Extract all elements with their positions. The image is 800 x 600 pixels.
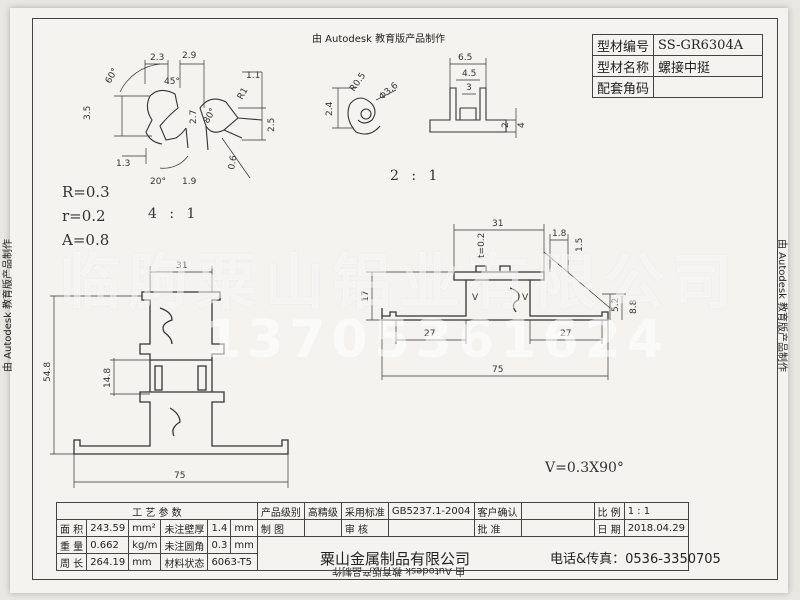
drawing-sheet: 由 Autodesk 教育版产品制作 由 Autodesk 教育版产品制作 由 … (3, 8, 788, 593)
v-note: V=0.3X90° (545, 460, 624, 476)
dim-4-5: 4.5 (462, 69, 476, 79)
dim-8-8: 8.8 (629, 299, 639, 314)
note-r: R=0.3 (62, 183, 110, 201)
confirm-label: 客户确认 (473, 502, 522, 520)
notes-block: R=0.3 r=0.2 A=0.8 (62, 180, 110, 252)
dim-4: 4 (517, 122, 527, 128)
dim-r0-5: R0.5 (348, 71, 368, 94)
material-label: 材料状态 (160, 553, 209, 571)
corner-label: 配套角码 (591, 76, 655, 98)
weight-value: 0.662 (86, 536, 130, 554)
approve-label: 批 准 (473, 519, 522, 537)
area-unit: mm² (128, 519, 162, 537)
perimeter-label: 周 长 (55, 553, 88, 571)
scale-detail-b: 2 : 1 (390, 168, 442, 184)
company-watermark: 临朐粟山铝业有限公司 (60, 248, 740, 318)
corner-value (653, 76, 764, 98)
dim-75-right: 75 (492, 365, 503, 375)
date-value: 2018.04.29 (623, 519, 689, 537)
perimeter-unit: mm (128, 553, 162, 571)
autodesk-watermark-top: 由 Autodesk 教育版产品制作 (312, 34, 446, 45)
dim-31-main: 31 (176, 261, 187, 271)
scale-detail-a: 4 : 1 (148, 206, 200, 222)
dimension-labels: 2.3 2.9 60° 45° 3.5 2.7 1.3 20° 1.9 80° … (43, 51, 639, 481)
weight-unit: kg/m (128, 536, 162, 554)
dim-2-7: 2.7 (189, 110, 199, 124)
dim-1-1: 1.1 (246, 71, 260, 81)
drawing-canvas: 2.3 2.9 60° 45° 3.5 2.7 1.3 20° 1.9 80° … (43, 51, 639, 488)
dim-2-3: 2.3 (150, 53, 164, 63)
dim-2-4: 2.4 (325, 101, 335, 116)
dim-17: 17 (361, 291, 371, 302)
area-value: 243.59 (86, 519, 130, 537)
right-section-profile (381, 265, 609, 321)
detail-a-profile (145, 89, 263, 151)
name-value: 螺接中挺 (653, 55, 764, 77)
dim-75-main: 75 (174, 471, 185, 481)
main-section-dimlines (50, 266, 289, 488)
dim-14-8: 14.8 (103, 368, 113, 388)
ratio-value: 1 : 1 (623, 502, 689, 520)
radius-unit: mm (230, 536, 258, 554)
dim-20: 20° (150, 177, 166, 187)
dim-r1: R1 (236, 86, 251, 101)
dim-v-left: V (472, 293, 479, 303)
dim-5-2: 5.2 (611, 298, 621, 312)
dim-60: 60° (104, 67, 121, 86)
grade-value: 高精级 (303, 502, 342, 520)
dim-2: 2 (501, 122, 511, 128)
dim-27-left: 27 (424, 329, 435, 339)
dim-phi-3-6: Φ3.6 (378, 81, 401, 103)
detail-b-profile (347, 87, 507, 135)
grade-label: 产品级别 (256, 502, 305, 520)
dim-v-right: V (522, 293, 529, 303)
note-a: A=0.8 (62, 231, 110, 249)
standard-label: 采用标准 (340, 502, 389, 520)
drawing-frame (32, 18, 778, 580)
dim-1-8: 1.8 (552, 229, 567, 239)
wall-label: 未注壁厚 (160, 519, 209, 537)
dim-1-5: 1.5 (575, 238, 585, 252)
detail-b-dimlines (332, 58, 517, 138)
process-header: 工 艺 参 数 (56, 502, 258, 520)
radius-value: 0.3 (207, 536, 232, 554)
dim-45: 45° (164, 77, 180, 87)
note-r-small: r=0.2 (62, 207, 106, 225)
dim-3-5: 3.5 (83, 106, 93, 120)
dim-31-right: 31 (492, 219, 503, 229)
wall-unit: mm (230, 519, 258, 537)
process-and-approval-table: 工 艺 参 数 产品级别 高精级 采用标准 GB5237.1-2004 客户确认… (55, 502, 689, 571)
material-value: 6063-T5 (207, 553, 258, 571)
weight-label: 重 量 (55, 536, 88, 554)
area-label: 面 积 (55, 519, 88, 537)
dim-3: 3 (466, 83, 472, 93)
dim-27-right: 27 (560, 329, 571, 339)
review-label: 审 核 (340, 519, 389, 537)
ratio-label: 比 例 (593, 502, 625, 520)
wall-value: 1.4 (207, 519, 232, 537)
dim-2-5: 2.5 (267, 118, 277, 132)
right-section-dimlines (366, 224, 626, 380)
contact-phone: 电话&传真：0536-3350705 (550, 552, 721, 567)
standard-value: GB5237.1-2004 (387, 502, 475, 520)
phone-watermark: 13705361624 (205, 310, 669, 370)
company-name: 粟山金属制品有限公司 (320, 550, 471, 568)
dim-t0-2: t=0.2 (477, 233, 487, 258)
draw-label: 制 图 (256, 519, 305, 537)
date-label: 日 期 (593, 519, 625, 537)
perimeter-value: 264.19 (86, 553, 130, 571)
dim-54-8: 54.8 (43, 362, 53, 382)
radius-label: 未注圆角 (160, 536, 209, 554)
dim-2-9: 2.9 (182, 51, 197, 61)
dim-6-5: 6.5 (458, 53, 472, 63)
dim-1-3: 1.3 (116, 159, 130, 169)
dim-0-6: 0.6 (227, 154, 239, 170)
dim-80: 80° (202, 107, 219, 126)
dim-1-9: 1.9 (182, 177, 197, 187)
detail-a-dimlines (114, 60, 266, 179)
